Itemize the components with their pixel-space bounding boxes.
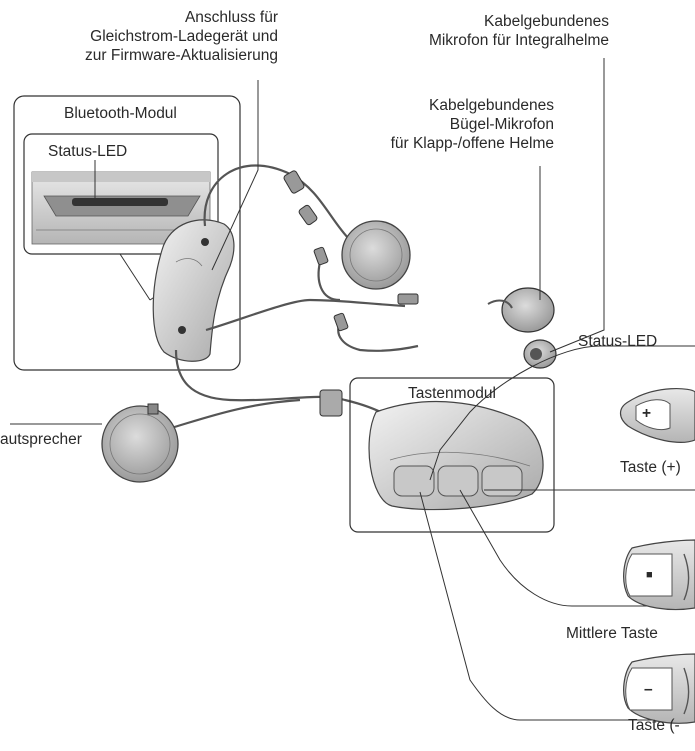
dc-port-label-line-2: Gleichstrom-Ladegerät und [85, 27, 278, 46]
plus-button-label: Taste (+) [620, 458, 681, 477]
dc-port-label-line-1: Anschluss für [85, 8, 278, 27]
plus-icon: + [642, 404, 651, 423]
integral-mic-small [524, 340, 556, 368]
integral-mic-label-line-1: Kabelgebundenes [429, 12, 609, 31]
integral-mic-label: Kabelgebundenes Mikrofon für Integralhel… [429, 12, 609, 50]
middle-icon: ■ [646, 566, 653, 585]
boom-mic-foam [488, 288, 554, 332]
bluetooth-module-device [153, 220, 234, 361]
connectors [283, 170, 418, 416]
plus-button-closeup [621, 389, 695, 443]
speaker-label: autsprecher [0, 430, 82, 449]
middle-button-closeup [624, 540, 695, 610]
bluetooth-module-label: Bluetooth-Modul [64, 104, 177, 123]
boom-mic-label-line-1: Kabelgebundenes [391, 96, 554, 115]
speaker [102, 404, 178, 482]
boom-mic-label: Kabelgebundenes Bügel-Mikrofon für Klapp… [391, 96, 554, 153]
boom-mic-label-line-2: Bügel-Mikrofon [391, 115, 554, 134]
button-module-label: Tastenmodul [408, 384, 496, 403]
dc-port-label-line-3: zur Firmware-Aktualisierung [85, 46, 278, 65]
boom-mic-label-line-3: für Klapp-/offene Helme [391, 134, 554, 153]
minus-button-label: Taste (- [628, 716, 680, 735]
integral-mic-label-line-2: Mikrofon für Integralhelme [429, 31, 609, 50]
button-module-device [369, 402, 543, 510]
middle-button-label: Mittlere Taste [566, 624, 658, 643]
minus-button-closeup [624, 654, 695, 723]
dc-port-label: Anschluss für Gleichstrom-Ladegerät und … [85, 8, 278, 65]
minus-icon: – [644, 680, 653, 699]
status-led-inset-label: Status-LED [48, 142, 127, 161]
status-led-right-label: Status-LED [578, 332, 657, 351]
integral-mic-disc [342, 221, 410, 289]
